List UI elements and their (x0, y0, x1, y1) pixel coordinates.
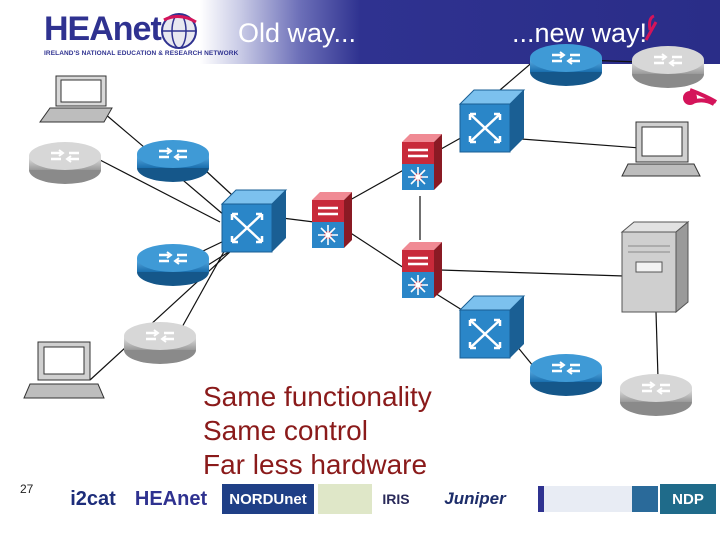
i2cat-logo: i2cat (70, 487, 116, 510)
caption-line-1: Same functionality (203, 381, 432, 412)
router-icon (137, 140, 209, 182)
multilayer-switch-icon (312, 192, 352, 248)
heanet-logo: HEAnet IRELAND'S NATIONAL EDUCATION & RE… (6, 6, 238, 62)
iris-logo: IRIS (382, 491, 410, 507)
page-number: 27 (20, 482, 34, 496)
logo-text: HEAnet (44, 10, 162, 48)
accent-swoosh-icon (644, 14, 658, 41)
switch-icon (458, 295, 526, 359)
accent-dot-icon (683, 91, 697, 105)
title-old-way: Old way... (238, 18, 357, 48)
switch-icon (458, 89, 526, 153)
nordunet-logo: NORDUnet (222, 484, 314, 514)
title-new-way: ...new way! (512, 18, 648, 48)
router-icon (632, 46, 704, 88)
multilayer-switch-icon (402, 134, 442, 190)
workstation-icon (621, 121, 701, 177)
multilayer-switch-icon (402, 242, 442, 298)
ministry-logo-icon (538, 486, 634, 512)
router-icon (620, 374, 692, 416)
globe-footer-icon (632, 486, 658, 512)
router-icon (530, 44, 602, 86)
router-icon (29, 142, 101, 184)
caption-line-2: Same control (203, 415, 368, 446)
juniper-logo: Juniper (444, 489, 506, 508)
workstation-icon (23, 341, 105, 399)
logo-tagline: IRELAND'S NATIONAL EDUCATION & RESEARCH … (44, 50, 239, 57)
router-icon (137, 244, 209, 286)
caption-line-3: Far less hardware (203, 449, 428, 480)
laptop-icon (39, 75, 113, 123)
header-banner (0, 0, 720, 64)
server-icon (620, 220, 690, 314)
wave-logo-icon (318, 484, 372, 514)
heanet-footer-logo: HEAnet (134, 487, 208, 510)
router-icon (124, 322, 196, 364)
caption: Same functionality Same control Far less… (203, 380, 432, 482)
globe-icon (161, 13, 197, 49)
ndp-logo: NDP (660, 484, 716, 514)
router-icon (530, 354, 602, 396)
switch-icon (220, 189, 288, 253)
